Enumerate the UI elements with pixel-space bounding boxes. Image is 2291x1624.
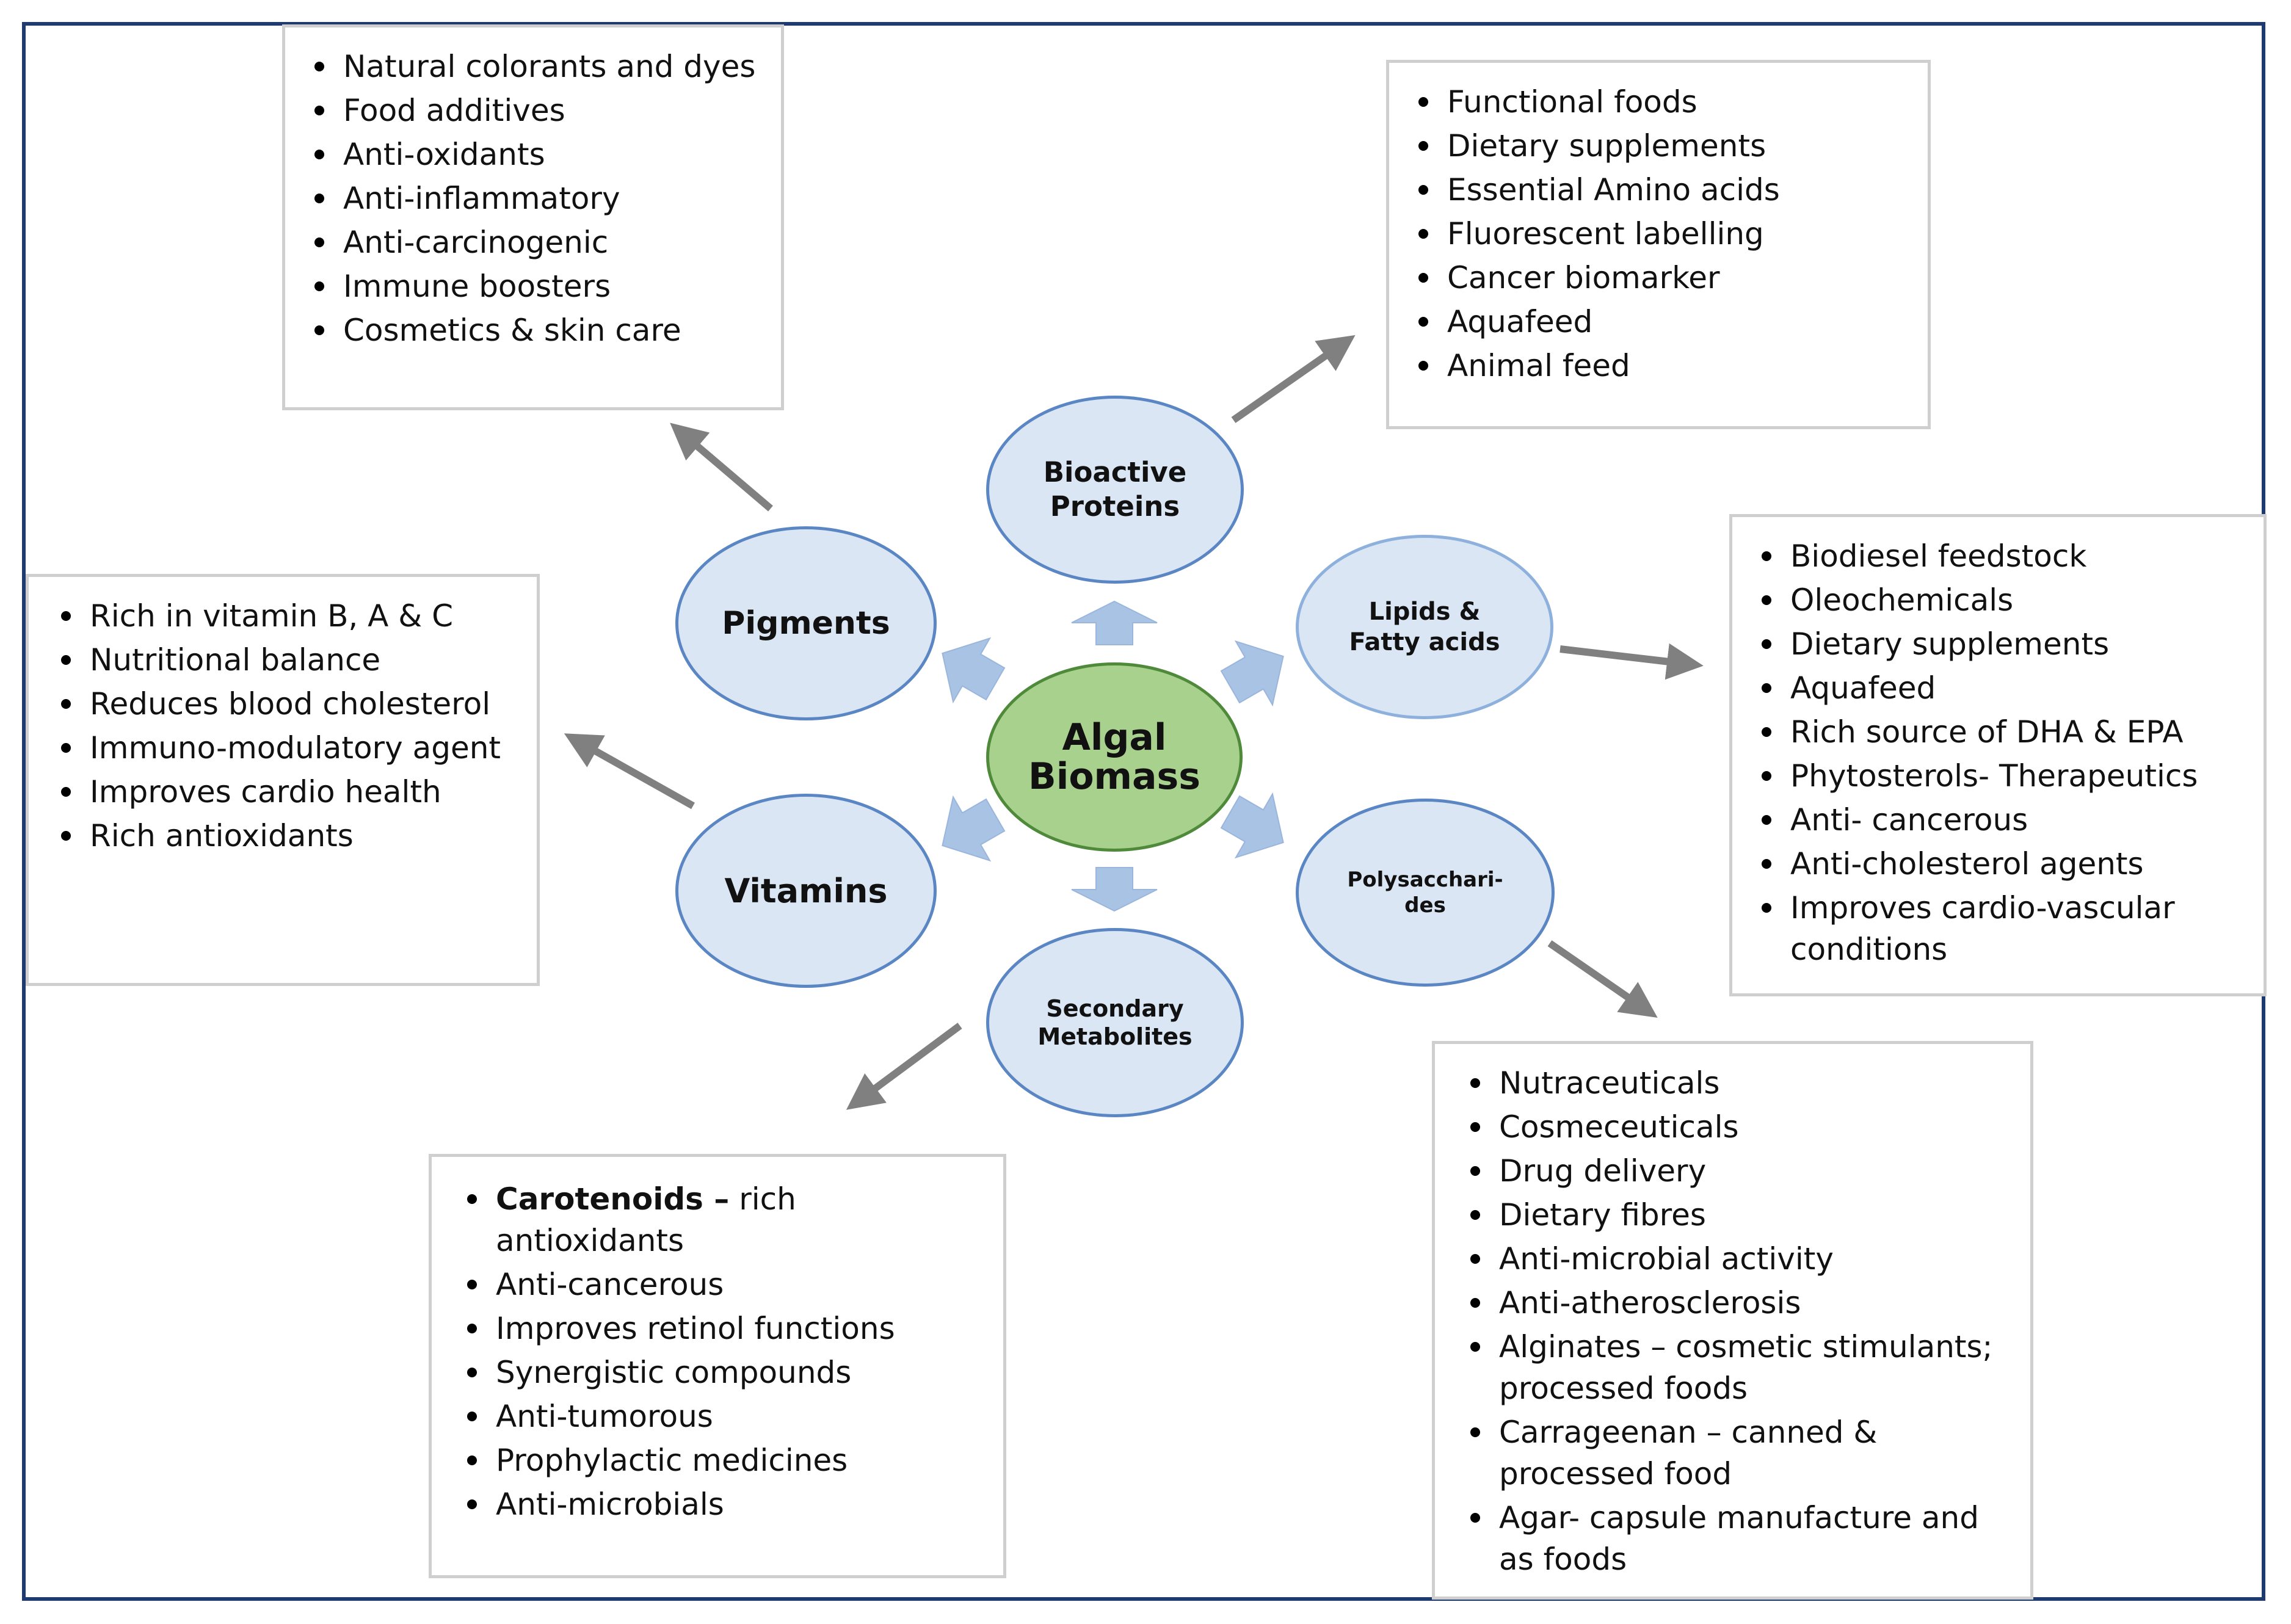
list-item: Cosmetics & skin care [310, 310, 757, 351]
list-item: Oleochemicals [1757, 579, 2251, 621]
arrow-pigments-to-box [670, 422, 773, 512]
list-item: Food additives [310, 90, 757, 131]
secondary-metabolites-applications-box: Carotenoids – rich antioxidants Anti-can… [429, 1154, 1006, 1578]
list-item: Phytosterols- Therapeutics [1757, 755, 2251, 797]
list-item: Drug delivery [1465, 1150, 2012, 1192]
arrow-secondary-to-box [846, 1023, 962, 1110]
block-arrow-upper-left [942, 637, 1006, 704]
list-item: Anti-tumorous [462, 1396, 979, 1437]
lipids-applications-box: Biodiesel feedstock Oleochemicals Dietar… [1729, 514, 2267, 996]
list-item: Nutraceuticals [1465, 1062, 2012, 1104]
list-item: Aquafeed [1414, 301, 1903, 343]
list-item: Carotenoids – rich antioxidants [462, 1178, 979, 1261]
pigments-node: Pigments [675, 526, 937, 720]
list-item: Immune boosters [310, 266, 757, 307]
list-item: Improves retinol functions [462, 1308, 979, 1349]
list-item: Agar- capsule manufacture and as foods [1465, 1497, 2012, 1580]
list-item: Anti- cancerous [1757, 799, 2251, 841]
list-item: Prophylactic medicines [462, 1440, 979, 1481]
list-item: Synergistic compounds [462, 1352, 979, 1393]
list-item: Anti-cancerous [462, 1264, 979, 1305]
block-arrow-lower-right [1220, 792, 1284, 859]
list-item: Reduces blood cholesterol [56, 683, 518, 725]
list-item: Anti-atherosclerosis [1465, 1282, 2012, 1324]
list-item: Nutritional balance [56, 639, 518, 681]
list-item: Natural colorants and dyes [310, 46, 757, 87]
vitamins-node: Vitamins [675, 794, 937, 988]
list-item: Animal feed [1414, 345, 1903, 386]
list-item: Anti-oxidants [310, 134, 757, 175]
list-item: Cosmeceuticals [1465, 1106, 2012, 1148]
arrow-vitamins-to-box [564, 733, 695, 810]
list-item: Anti-cholesterol agents [1757, 843, 2251, 885]
arrow-proteins-to-box [1231, 335, 1356, 423]
polysaccharides-applications-box: Nutraceuticals Cosmeceuticals Drug deliv… [1432, 1041, 2033, 1600]
list-item: Dietary fibres [1465, 1194, 2012, 1236]
block-arrow-upper-right [1220, 640, 1284, 707]
list-item: Dietary supplements [1414, 125, 1903, 167]
block-arrow-up [1071, 600, 1158, 645]
list-item: Cancer biomarker [1414, 257, 1903, 299]
list-item: Fluorescent labelling [1414, 213, 1903, 255]
list-item: Improves cardio health [56, 771, 518, 813]
list-item: Immuno-modulatory agent [56, 727, 518, 769]
list-item: Anti-carcinogenic [310, 222, 757, 263]
block-arrow-lower-left [942, 795, 1006, 862]
arrow-polysaccharides-to-box [1547, 940, 1658, 1018]
list-item: Alginates – cosmetic stimulants; process… [1465, 1326, 2012, 1409]
pigments-applications-box: Natural colorants and dyes Food additive… [282, 24, 784, 410]
block-arrow-down [1071, 867, 1158, 912]
list-item: Anti-inflammatory [310, 178, 757, 219]
proteins-applications-box: Functional foods Dietary supplements Ess… [1386, 60, 1931, 429]
lipids-fatty-acids-node: Lipids & Fatty acids [1296, 535, 1553, 719]
carotenoids-label: Carotenoids – [496, 1181, 730, 1217]
list-item: Rich in vitamin B, A & C [56, 595, 518, 637]
secondary-metabolites-node: Secondary Metabolites [986, 928, 1244, 1117]
list-item: Rich source of DHA & EPA [1757, 711, 2251, 753]
list-item: Anti-microbial activity [1465, 1238, 2012, 1280]
polysaccharides-node: Polysacchari- des [1296, 799, 1555, 987]
algal-biomass-node: Algal Biomass [986, 662, 1243, 852]
list-item: Rich antioxidants [56, 815, 518, 857]
list-item: Aquafeed [1757, 667, 2251, 709]
list-item: Essential Amino acids [1414, 169, 1903, 211]
list-item: Anti-microbials [462, 1484, 979, 1525]
carotenoids-desc: rich antioxidants [496, 1181, 796, 1258]
list-item: Improves cardio-vascular conditions [1757, 887, 2251, 970]
arrow-lipids-to-box [1559, 643, 1704, 680]
list-item: Carrageenan – canned & processed food [1465, 1412, 2012, 1495]
bioactive-proteins-node: Bioactive Proteins [986, 396, 1244, 584]
list-item: Biodiesel feedstock [1757, 535, 2251, 577]
vitamins-applications-box: Rich in vitamin B, A & C Nutritional bal… [26, 574, 540, 986]
list-item: Functional foods [1414, 81, 1903, 123]
list-item: Dietary supplements [1757, 623, 2251, 665]
